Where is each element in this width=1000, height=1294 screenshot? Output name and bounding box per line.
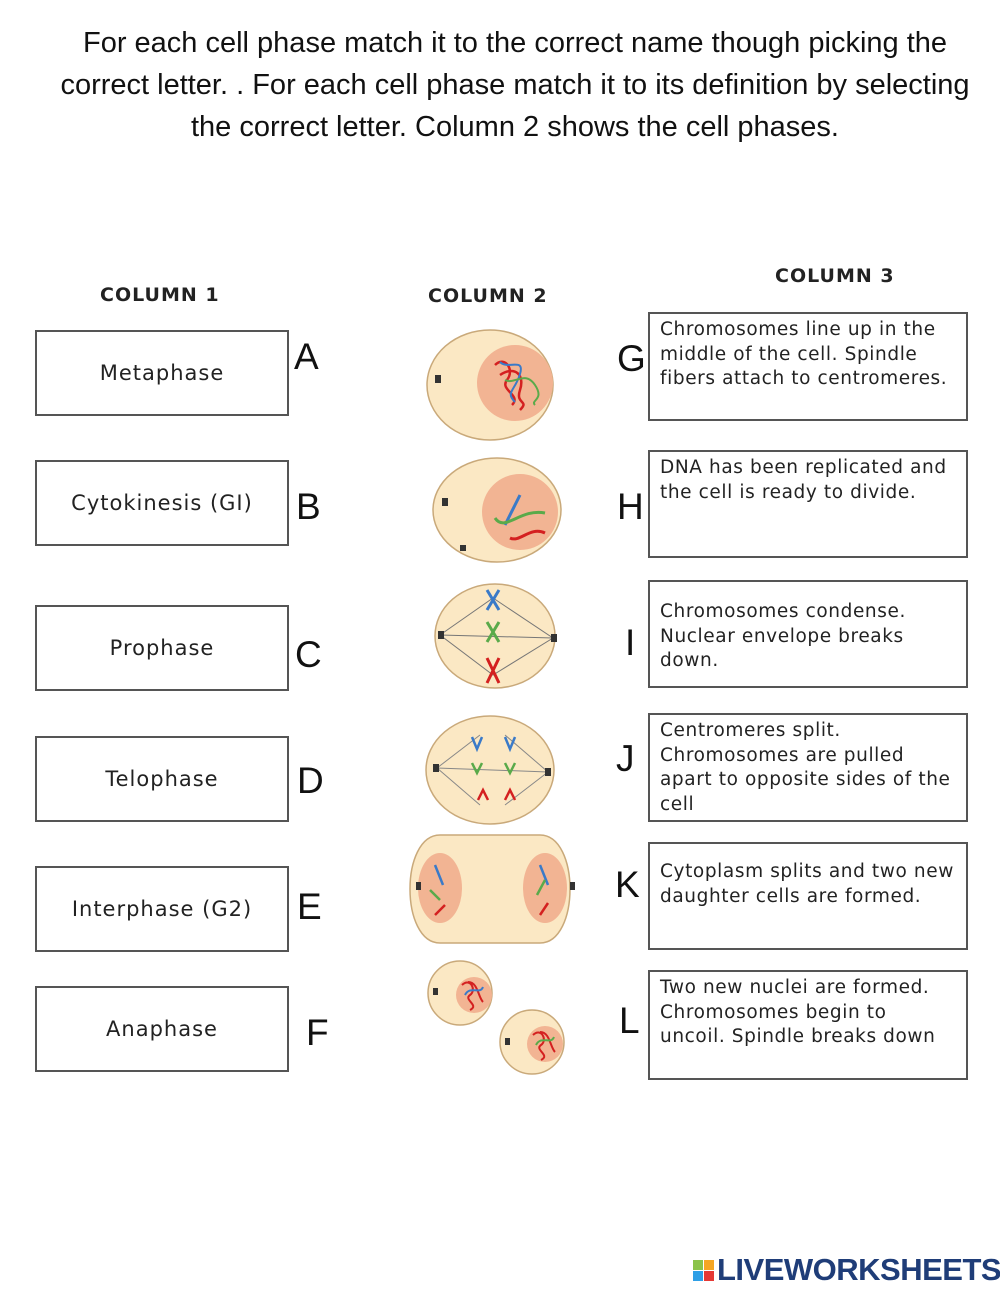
letter-label: A: [294, 336, 319, 377]
cell-image-telophase: [409, 834, 575, 944]
phase-name-box[interactable]: Prophase: [35, 605, 289, 691]
logo-text: LIVEWORKSHEETS: [717, 1252, 1000, 1287]
column2-header: COLUMN 2: [428, 285, 548, 307]
definition-box[interactable]: Centromeres split. Chromosomes are pulle…: [648, 713, 968, 822]
liveworksheets-logo: LIVEWORKSHEETS: [693, 1252, 1000, 1288]
column3-header: COLUMN 3: [775, 265, 895, 287]
column1-header: COLUMN 1: [100, 284, 220, 306]
definition-box[interactable]: Cytoplasm splits and two new daughter ce…: [648, 842, 968, 950]
definition-box[interactable]: Two new nuclei are formed. Chromosomes b…: [648, 970, 968, 1080]
phase-name-box[interactable]: Metaphase: [35, 330, 289, 416]
cell-image-metaphase: [434, 583, 557, 689]
letter-label: I: [625, 622, 636, 663]
definition-box[interactable]: Chromosomes condense. Nuclear envelope b…: [648, 580, 968, 688]
letter-label: F: [306, 1012, 329, 1053]
letter-label: H: [617, 486, 644, 527]
cell-image-interphase: [432, 457, 562, 563]
phase-name-box[interactable]: Interphase (G2): [35, 866, 289, 952]
letter-label: L: [619, 1000, 640, 1041]
cell-image-prophase: [426, 329, 554, 441]
letter-label: G: [617, 338, 646, 379]
letter-label: K: [615, 864, 640, 905]
phase-name-box[interactable]: Anaphase: [35, 986, 289, 1072]
phase-name-box[interactable]: Cytokinesis (GI): [35, 460, 289, 546]
definition-box[interactable]: Chromosomes line up in the middle of the…: [648, 312, 968, 421]
letter-label: J: [616, 738, 635, 779]
cell-image-cytokinesis: [427, 960, 565, 1075]
letter-label: B: [296, 486, 321, 527]
definition-box[interactable]: DNA has been replicated and the cell is …: [648, 450, 968, 558]
letter-label: C: [295, 634, 322, 675]
logo-blocks-icon: [693, 1259, 714, 1281]
phase-name-box[interactable]: Telophase: [35, 736, 289, 822]
letter-label: D: [297, 760, 324, 801]
letter-label: E: [297, 886, 322, 927]
cell-image-anaphase: [425, 715, 555, 825]
instructions: For each cell phase match it to the corr…: [60, 27, 970, 143]
